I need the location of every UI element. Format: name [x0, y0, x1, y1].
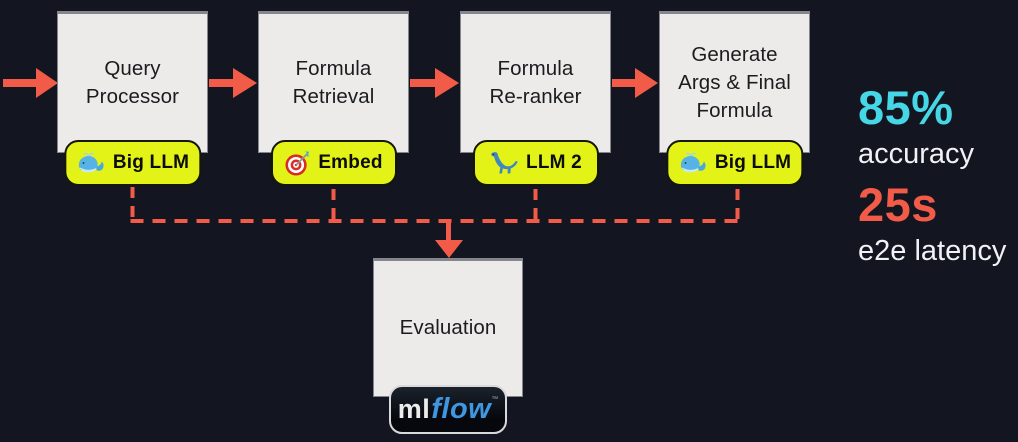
- badge-label: LLM 2: [526, 152, 582, 173]
- badge-label: Big LLM: [112, 152, 190, 173]
- stage-box-query-processor: Query Processor Big LLM: [57, 11, 208, 186]
- stage-title: Evaluation: [399, 316, 497, 340]
- metric-accuracy-value: 85%: [858, 81, 954, 134]
- whale-body: [680, 156, 700, 172]
- stage-badge: Embed: [270, 140, 397, 186]
- stage-badge: Big LLM: [665, 140, 804, 186]
- arrow-shaft: [3, 79, 37, 87]
- arrow-head: [233, 68, 257, 98]
- whale-belly-line: [682, 169, 697, 173]
- flow-arrow-1-2: [209, 68, 257, 98]
- whale-tail: [697, 161, 706, 171]
- stage-title: Formula Re-ranker: [489, 56, 582, 108]
- flow-arrow-entry: [3, 68, 58, 98]
- flow-arrow-3-4: [612, 68, 658, 98]
- target-icon: [285, 150, 310, 176]
- whale-spout: [83, 152, 94, 158]
- whale-spout: [685, 152, 696, 158]
- dart-shaft: [295, 152, 309, 166]
- arrow-head: [435, 68, 459, 98]
- dart-flight: [304, 150, 310, 156]
- arrow-head: [435, 240, 463, 258]
- arrow-head: [36, 68, 58, 98]
- dashed-connector: [130, 187, 740, 223]
- stage-box-formula-reranker: Formula Re-ranker LLM 2: [460, 11, 611, 186]
- sauropod-icon: [491, 152, 518, 174]
- stage-title: Formula Retrieval: [292, 56, 375, 108]
- stage-title: Query Processor: [85, 56, 180, 108]
- trademark-mark: ™: [491, 396, 499, 403]
- stage-badge: LLM 2: [472, 140, 599, 186]
- arrow-shaft: [209, 79, 234, 87]
- sauropod-eye: [492, 153, 495, 156]
- stage-box-generate-args: Generate Args & Final Formula Big LLM: [659, 11, 810, 186]
- metric-latency-label: e2e latency: [858, 234, 1007, 267]
- stage-title: Generate Args & Final Formula: [678, 42, 791, 123]
- mlflow-logo-flow: flow: [431, 393, 492, 425]
- sauropod-body: [491, 152, 518, 174]
- whale-eye: [82, 162, 84, 164]
- arrow-shaft: [612, 79, 636, 87]
- whale-icon: [680, 152, 706, 173]
- mlflow-logo-ml: ml: [397, 394, 431, 424]
- whale-belly: [681, 167, 699, 172]
- arrow-shaft: [410, 79, 436, 87]
- mlflow-logo: ml flow ™: [389, 385, 507, 434]
- flow-arrow-2-3: [410, 68, 459, 98]
- whale-icon: [78, 152, 104, 173]
- arrow-head: [635, 68, 658, 98]
- badge-label: Big LLM: [714, 152, 792, 173]
- stage-box-formula-retrieval: Formula Retrieval Embed: [258, 11, 409, 186]
- metric-accuracy-label: accuracy: [858, 138, 975, 170]
- metrics-panel: 85% accuracy 25s e2e latency: [858, 84, 1018, 278]
- eval-arrow: [435, 221, 463, 258]
- arrow-stem: [446, 221, 451, 242]
- whale-tail: [95, 161, 104, 171]
- whale-eye: [684, 162, 686, 164]
- badge-label: Embed: [318, 152, 383, 173]
- stage-badge: Big LLM: [63, 140, 202, 186]
- whale-body: [78, 156, 98, 172]
- stage-box-evaluation: Evaluation ml flow ™: [373, 258, 523, 434]
- metric-latency-value: 25s: [858, 177, 938, 231]
- whale-belly: [79, 167, 97, 172]
- whale-belly-line: [80, 169, 95, 173]
